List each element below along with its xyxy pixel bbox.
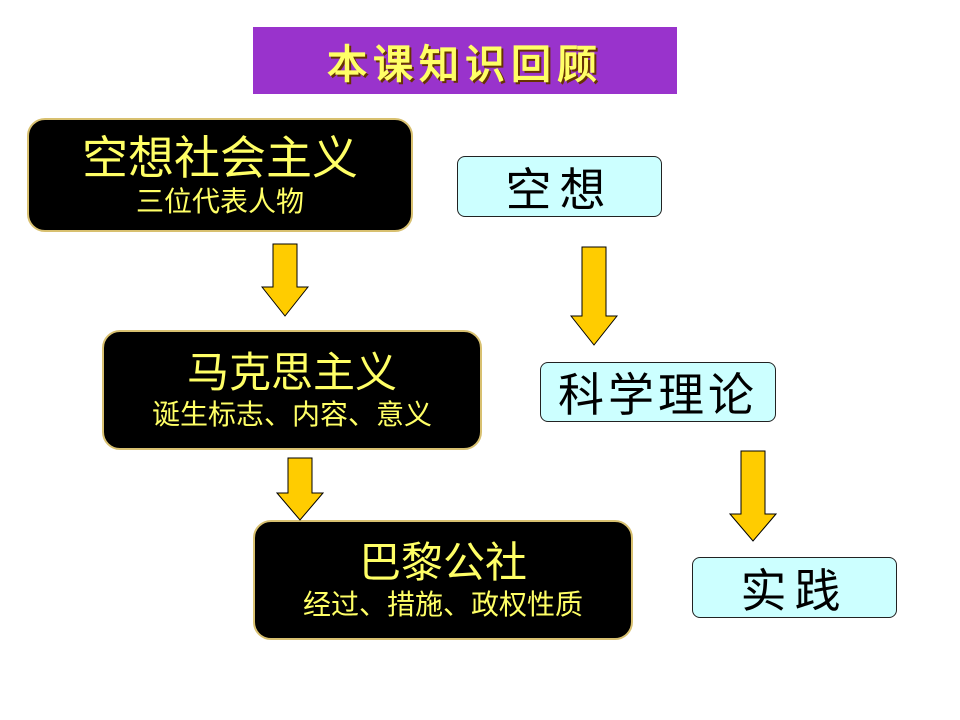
slide-title: 本课知识回顾	[327, 40, 603, 88]
down-arrow-icon	[276, 457, 324, 521]
down-arrow-icon	[729, 450, 777, 542]
down-arrow-icon	[261, 243, 309, 317]
node-marxism: 马克思主义 诞生标志、内容、意义	[102, 330, 482, 450]
node-sub-label: 诞生标志、内容、意义	[151, 398, 432, 431]
node-sub-label: 三位代表人物	[135, 185, 304, 218]
node-paris-commune: 巴黎公社 经过、措施、政权性质	[253, 520, 633, 640]
down-arrow-icon	[570, 246, 618, 346]
node-main-label: 马克思主义	[186, 348, 397, 397]
node-practice: 实践	[692, 557, 897, 618]
node-utopian-socialism: 空想社会主义 三位代表人物	[27, 118, 413, 232]
node-main-label: 空想社会主义	[82, 131, 358, 185]
node-main-label: 巴黎公社	[358, 538, 527, 587]
title-bar: 本课知识回顾	[253, 27, 677, 94]
node-scientific-theory: 科学理论	[540, 362, 776, 422]
node-utopia: 空想	[457, 156, 662, 217]
node-sub-label: 经过、措施、政权性质	[302, 588, 583, 621]
